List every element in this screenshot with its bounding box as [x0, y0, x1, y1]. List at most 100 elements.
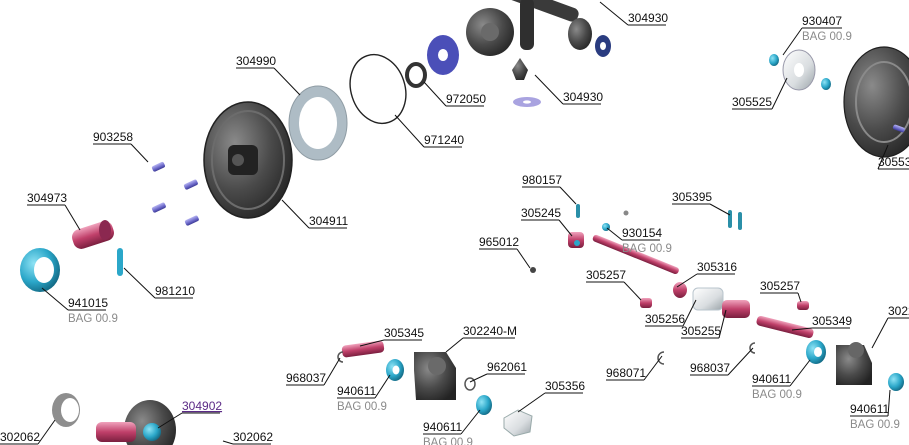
bag-number-label: BAG 00.9: [802, 31, 852, 43]
right-small-bearing-part: [888, 373, 904, 391]
c-clip-part: [337, 351, 344, 363]
leader-line: [871, 317, 889, 349]
part-number-label: 940611: [337, 384, 376, 398]
small-oring-part: [464, 377, 476, 391]
right-driveshaft-part: [756, 315, 814, 339]
leader-line: [877, 144, 889, 170]
part-callout: 304973: [27, 191, 81, 231]
silver-sleeve-part: [692, 287, 724, 311]
part-callout: 305257: [586, 268, 642, 301]
bottom-gray-ring-part: [52, 393, 80, 427]
part-callout: 305255: [681, 309, 727, 339]
leader-line: [789, 359, 811, 387]
part-number-label: 304990: [236, 54, 276, 68]
small-blue-bearing-part: [769, 54, 779, 66]
right-hub-carrier-part: [836, 342, 872, 385]
leader-line: [517, 392, 546, 413]
part-callout: 305531: [877, 144, 909, 170]
small-pink-bushing-part: [640, 298, 652, 308]
part-callout: 305345: [359, 326, 424, 347]
bag-number-label: BAG 00.9: [423, 437, 473, 445]
part-number-label: 304911: [309, 214, 348, 228]
part-callout: 962061: [469, 360, 527, 383]
part-number-label: 941015: [68, 296, 108, 310]
screw-part-4: [184, 215, 199, 226]
part-callout: 972050: [423, 81, 486, 107]
leader-line: [123, 267, 156, 299]
leader-line: [359, 339, 385, 347]
part-callout: 305349: [791, 314, 852, 331]
part-number-label[interactable]: 304902: [182, 399, 222, 413]
diff-case-ring-gear-part: [203, 101, 293, 219]
bag-number-label: BAG 00.9: [68, 313, 118, 325]
part-number-label: 305345: [384, 326, 424, 340]
small-pink-bushing-2-part: [797, 301, 809, 310]
lavender-washer-part: [513, 97, 541, 107]
leader-line: [222, 440, 234, 445]
part-callout: 903258: [93, 130, 149, 163]
leader-line: [534, 74, 564, 105]
part-number-label: 305349: [812, 314, 852, 328]
right-clip-part: [749, 342, 756, 354]
part-number-label: 305356: [545, 379, 585, 393]
part-number-label: 3022: [888, 304, 909, 318]
small-bevel-gear-part: [512, 58, 528, 80]
part-number-label: 968037: [286, 371, 326, 385]
diff-gasket-part: [288, 85, 348, 161]
part-callout: 305356: [517, 379, 585, 413]
bag-number-label: BAG 00.9: [622, 243, 672, 255]
part-number-label: 930154: [622, 226, 662, 240]
leader-line: [64, 204, 81, 231]
leader-line: [606, 227, 623, 241]
small-screw-right: [892, 124, 905, 133]
diff-gasket-oring-part: [349, 53, 407, 125]
part-callout: 304930: [599, 1, 668, 26]
diff-cross-pin-part: [502, 0, 579, 50]
part-number-label: 302062: [0, 430, 40, 444]
part-callout: 968071: [606, 355, 663, 381]
hub-carrier-part: [414, 352, 456, 400]
diff-outdrive-part: [72, 220, 114, 249]
set-screw-part: [530, 267, 536, 273]
part-callout: 305395: [672, 190, 731, 216]
diff-washer-part: [595, 35, 611, 57]
pink-axle-part: [341, 340, 385, 358]
leader-line: [273, 67, 301, 96]
part-number-label: 968037: [690, 361, 730, 375]
part-number-label: 304973: [27, 191, 67, 205]
leader-line: [623, 281, 642, 301]
bag-number-label: BAG 00.9: [752, 389, 802, 401]
part-callout: 305245: [521, 206, 573, 237]
leader-line: [676, 273, 698, 288]
part-number-label: 930407: [802, 14, 842, 28]
leader-line: [887, 389, 891, 417]
slipper-plate-part: [782, 49, 816, 91]
part-callout: 305257: [760, 279, 802, 303]
leader-line: [374, 374, 391, 399]
part-number-label: 305316: [697, 260, 737, 274]
tiny-spring-part: [623, 210, 629, 216]
part-callout: 304911: [281, 199, 348, 229]
pin-980157-part: [576, 204, 580, 218]
part-number-label: 968071: [606, 366, 646, 380]
leader-line: [516, 248, 531, 269]
leader-line: [559, 186, 577, 205]
part-number-label: 305525: [732, 95, 772, 109]
part-callout: 302240-M: [445, 324, 517, 353]
part-number-label: 972050: [446, 92, 486, 106]
right-blue-bearing-part: [806, 340, 826, 364]
pin-part: [117, 248, 123, 276]
leader-line: [727, 347, 754, 376]
part-number-label: 305255: [681, 324, 721, 338]
leader-line: [157, 412, 183, 429]
part-number-label: 302062: [233, 430, 273, 444]
leader-line: [643, 355, 663, 381]
leader-line: [797, 292, 802, 303]
leader-line: [599, 1, 629, 26]
leader-line: [782, 27, 803, 56]
